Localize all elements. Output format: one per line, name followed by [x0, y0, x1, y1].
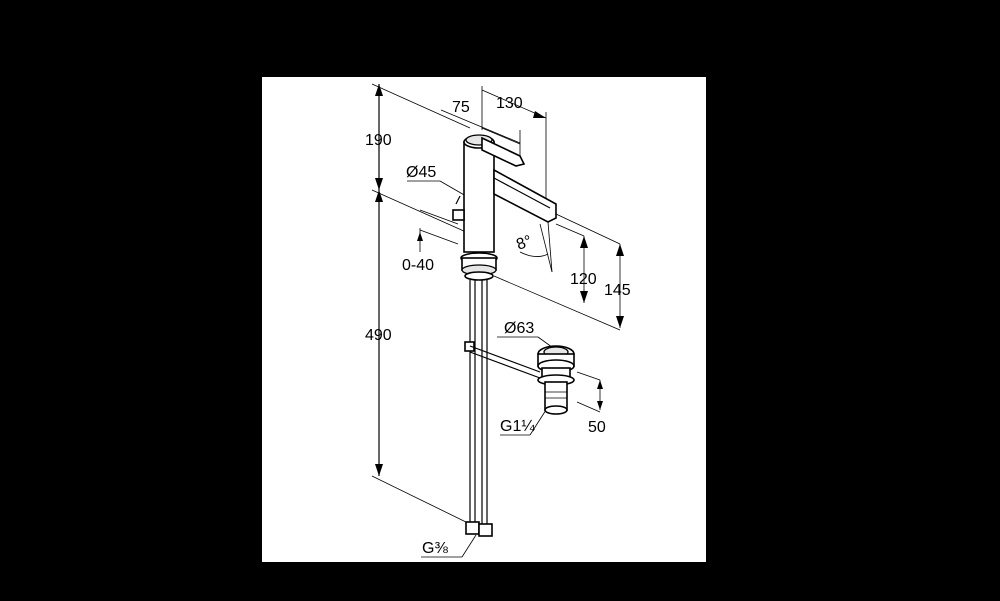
supply-hoses [465, 280, 493, 537]
dimension-label-190: 190 [365, 132, 392, 149]
dimension-120-line [555, 223, 588, 303]
dimension-label-diameter-63: Ø63 [504, 320, 534, 337]
faucet-spout [493, 168, 557, 223]
dimension-label-490: 490 [365, 327, 392, 344]
dimension-490-line [371, 189, 471, 525]
dimension-supply-thread-leader [421, 534, 477, 558]
dimension-145-line [493, 213, 624, 331]
faucet-lift-rod [452, 195, 465, 221]
dimension-label-120: 120 [570, 271, 597, 288]
dimension-label-supply-thread: G⅜ [422, 540, 448, 557]
drain-linkage-rod [464, 341, 541, 379]
dimension-diameter-45-leader [407, 180, 467, 197]
dimension-label-diameter-45: Ø45 [406, 164, 436, 181]
dimension-label-spout-angle: 8° [514, 233, 534, 254]
dimension-waste-thread-leader [500, 409, 547, 436]
dimension-label-75: 75 [452, 99, 470, 116]
dimension-label-145: 145 [604, 282, 631, 299]
dimension-label-waste-thread: G1¼ [500, 418, 535, 435]
faucet-mounting-flange [460, 252, 498, 281]
dimension-spout-angle [519, 221, 553, 273]
dimension-50-line [576, 371, 603, 413]
dimension-75-line [440, 86, 521, 162]
dimension-lift-rod-range [417, 209, 459, 252]
faucet-lever [481, 136, 526, 167]
dimension-label-130: 130 [496, 95, 523, 112]
dimension-190-line [371, 83, 471, 190]
waste-assembly [537, 345, 575, 415]
dimension-label-lift-rod-range: 0-40 [402, 257, 434, 274]
dimension-label-50: 50 [588, 419, 606, 436]
